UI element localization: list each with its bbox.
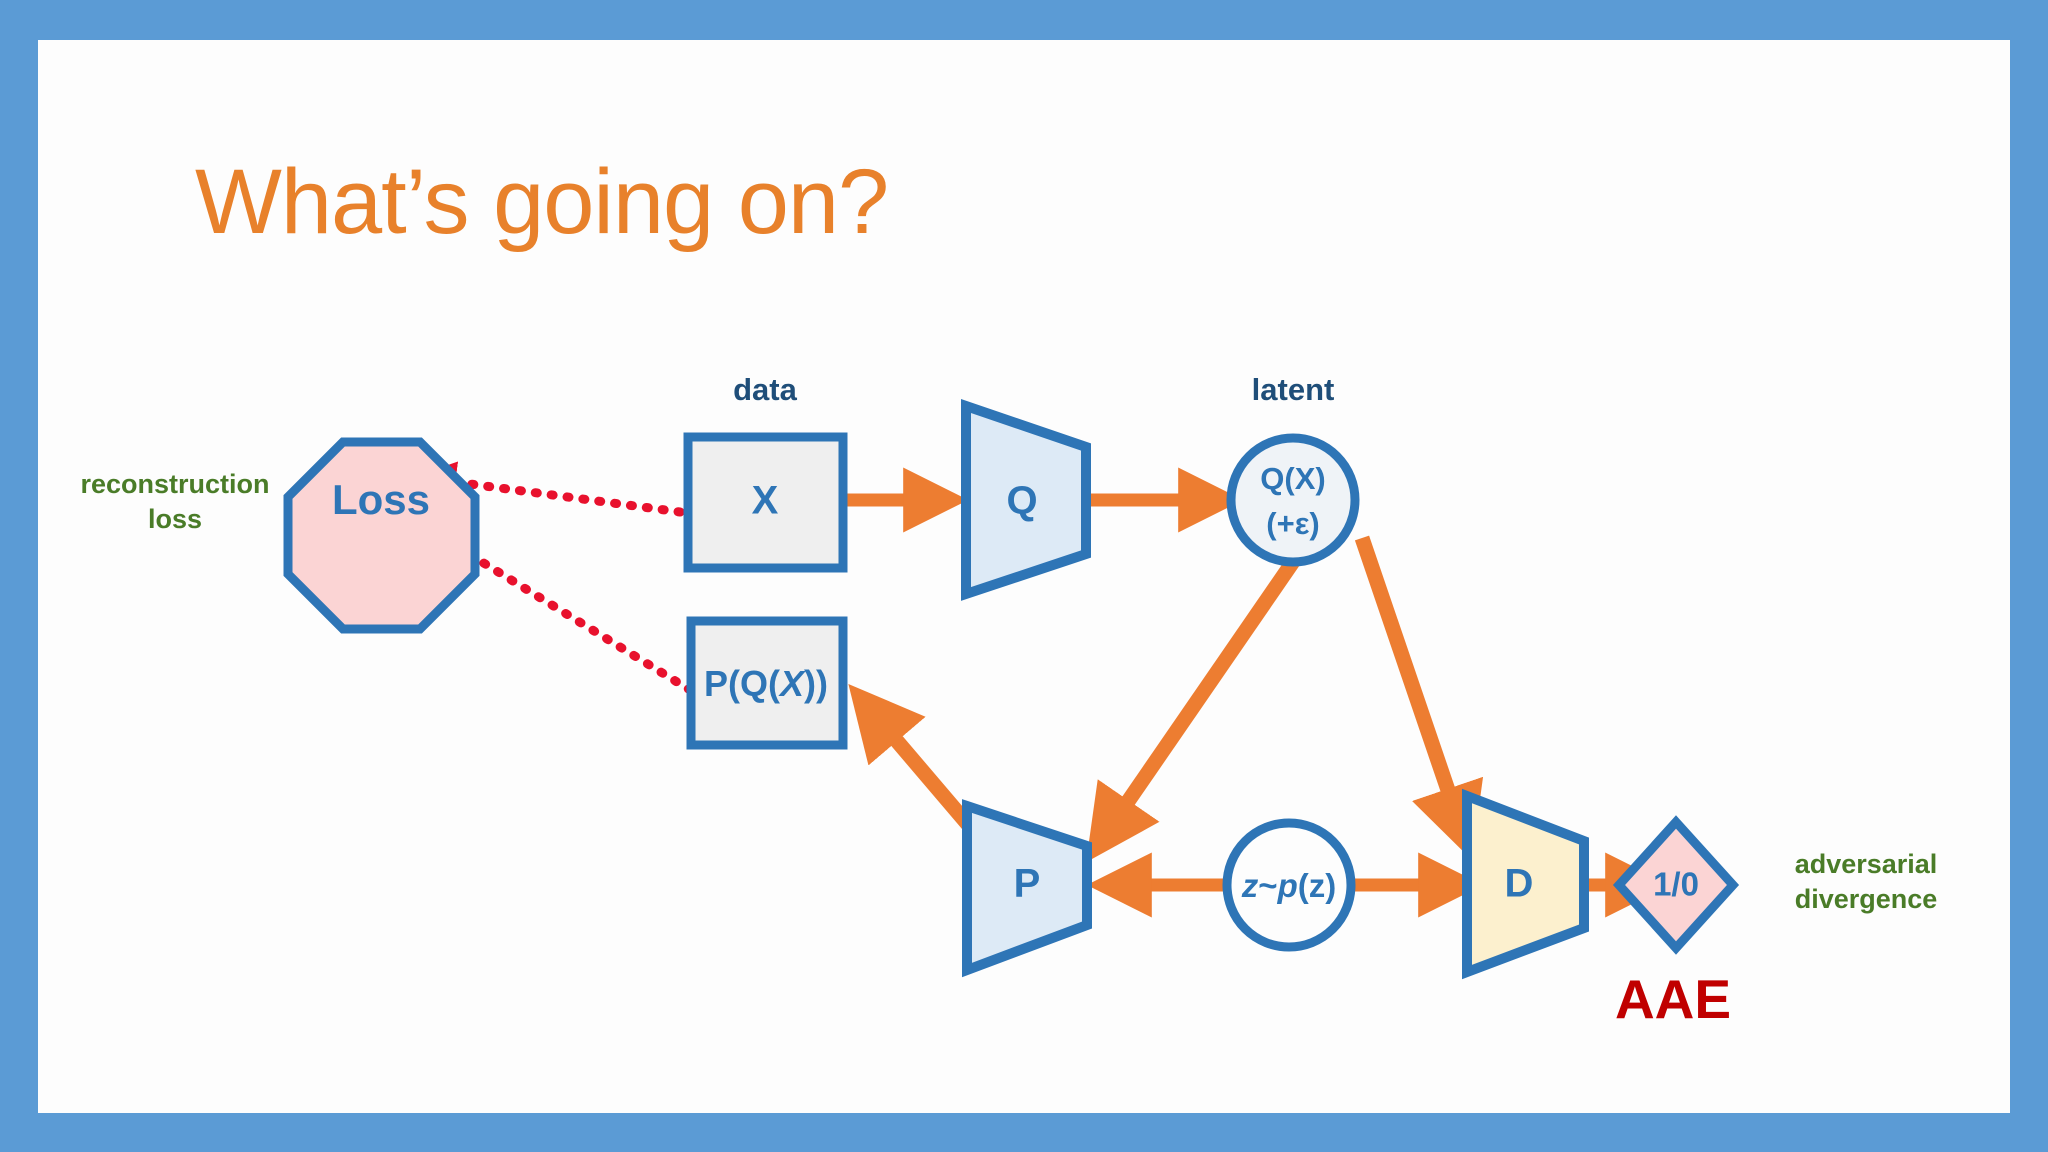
edge-qx-to-p (1086, 535, 1315, 863)
node-onezero[interactable]: 1/0 (1612, 815, 1740, 955)
node-onezero-label: 1/0 (1653, 866, 1699, 903)
node-prior-z-label: z~p(z) (1241, 867, 1336, 904)
label-reconstruction-loss-line2: loss (148, 504, 202, 534)
label-reconstruction-loss-line1: reconstruction (80, 469, 269, 499)
node-pqx-label: P(Q(X)) (704, 663, 828, 704)
node-latent-qx[interactable]: Q(X) (+ε) (1226, 433, 1360, 567)
node-p[interactable]: P (962, 799, 1092, 978)
edge-qx-to-d (1354, 535, 1484, 860)
node-d[interactable]: D (1462, 788, 1589, 980)
node-prior-z-text-a: z (1241, 867, 1259, 904)
label-adversarial-divergence-line1: adversarial (1795, 849, 1938, 879)
node-loss-label: Loss (332, 476, 430, 523)
node-prior-z[interactable]: z~p(z) (1222, 818, 1356, 952)
node-loss[interactable]: Loss (283, 437, 480, 634)
label-data: data (733, 372, 798, 407)
node-pqx-text-a: P(Q( (704, 663, 780, 704)
node-q-label: Q (1006, 479, 1037, 523)
label-adversarial-divergence-line2: divergence (1795, 884, 1938, 914)
node-x-label: X (752, 479, 779, 523)
page-title: What’s going on? (195, 151, 889, 253)
node-q[interactable]: Q (961, 399, 1091, 601)
node-latent-qx-line2: (+ε) (1266, 506, 1319, 541)
label-aae: AAE (1615, 968, 1731, 1030)
node-prior-z-text-b: ~ (1258, 867, 1277, 904)
node-prior-z-text-c: p (1277, 867, 1298, 904)
node-pqx-text-b: X (778, 663, 806, 704)
node-latent-qx-line1: Q(X) (1260, 461, 1325, 496)
node-prior-z-text-d: (z) (1298, 867, 1336, 904)
node-pqx[interactable]: P(Q(X)) (686, 616, 848, 750)
node-p-label: P (1014, 862, 1041, 906)
node-pqx-text-c: )) (804, 663, 828, 704)
node-d-label: D (1505, 862, 1534, 906)
label-latent: latent (1252, 372, 1335, 407)
node-x[interactable]: X (683, 432, 848, 573)
